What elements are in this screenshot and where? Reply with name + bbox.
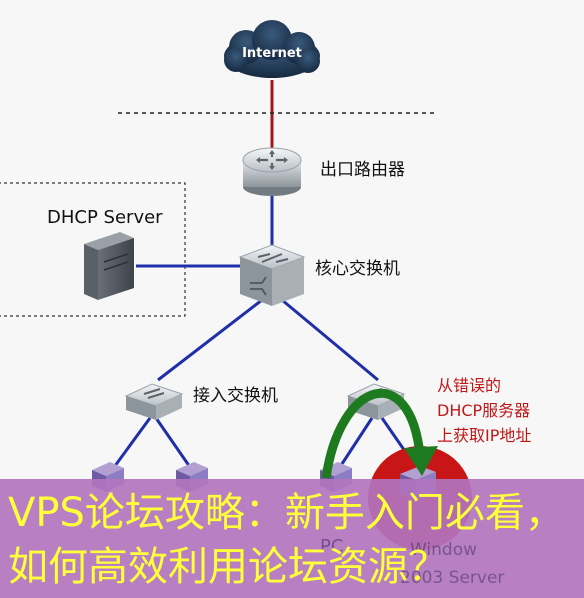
internet-cloud-icon: [224, 20, 320, 78]
annotation-line-1: 从错误的: [437, 376, 501, 395]
core-access-left-link: [157, 298, 263, 382]
dhcp-server-label: DHCP Server: [47, 207, 163, 228]
router-icon: [242, 147, 302, 196]
annotation-line-3: 上获取IP地址: [437, 426, 531, 445]
router-label: 出口路由器: [320, 160, 405, 180]
banner-title: VPS论坛攻略：新手入门必看，如何高效利用论坛资源？: [8, 490, 565, 590]
core-switch-label: 核心交换机: [315, 259, 400, 279]
core-switch-icon: [238, 244, 306, 306]
annotation-line-2: DHCP服务器: [437, 401, 530, 420]
access-right-pc-link: [336, 417, 374, 471]
core-access-right-link: [281, 298, 379, 382]
rogue-server-label-1: Window: [410, 540, 478, 560]
rogue-server-label-2: 2003 Server: [400, 568, 505, 588]
access-left-pc2-link: [154, 417, 194, 471]
pc-label: PC: [320, 536, 344, 557]
arrow-head-icon: [404, 446, 438, 476]
rogue-dhcp-arrow: [321, 388, 425, 479]
dhcp-server-icon: [84, 232, 134, 300]
access-switch-label: 接入交换机: [193, 386, 278, 406]
title-banner: [0, 479, 584, 598]
dhcp-server-zone: [0, 182, 186, 317]
access-switch-left-icon: [124, 383, 184, 420]
internet-label: Internet: [242, 46, 302, 61]
access-left-pc1-link: [110, 417, 152, 471]
